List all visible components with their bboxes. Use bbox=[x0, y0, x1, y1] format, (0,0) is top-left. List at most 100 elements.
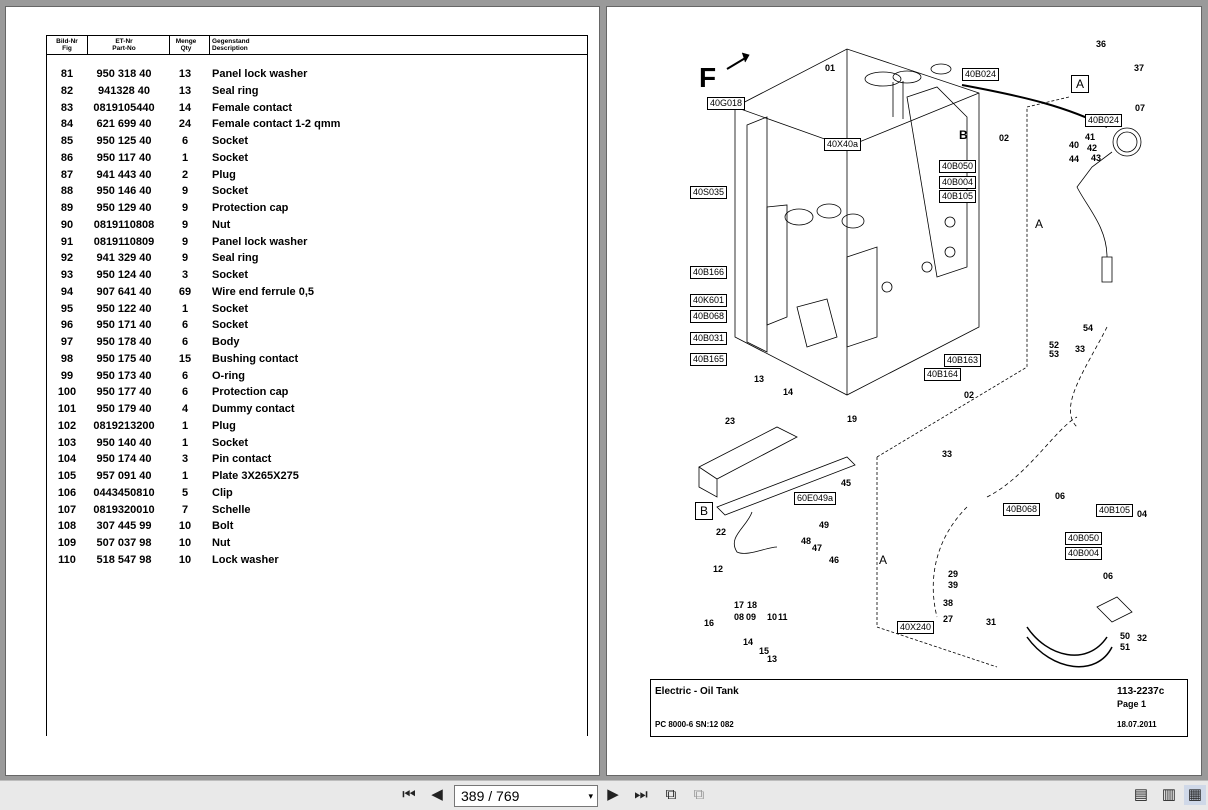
description: Pin contact bbox=[212, 453, 272, 466]
callout-number: 16 bbox=[704, 618, 715, 628]
header-desc-de: Gegenstand bbox=[212, 38, 250, 45]
part-number: 0819320010 bbox=[93, 503, 155, 516]
fig-number: 110 bbox=[58, 553, 76, 566]
callout-number: 10 bbox=[767, 612, 778, 622]
fig-number: 91 bbox=[60, 235, 74, 248]
page-number-input[interactable]: 389 / 769 ▾ bbox=[454, 785, 598, 807]
part-number: 941 443 40 bbox=[96, 168, 152, 181]
connector-label: 40B165 bbox=[690, 353, 728, 366]
connector-label: 40K601 bbox=[690, 294, 728, 307]
callout-number: 50 bbox=[1120, 631, 1131, 641]
quantity: 13 bbox=[178, 68, 192, 80]
description: Dummy contact bbox=[212, 403, 295, 415]
description: Panel lock washer bbox=[212, 68, 308, 80]
connector-label: 40B164 bbox=[924, 368, 962, 381]
description: Seal ring bbox=[212, 84, 259, 97]
paste-page-icon[interactable]: ⧉ bbox=[693, 786, 705, 803]
next-page-icon[interactable]: ▶ bbox=[607, 786, 619, 803]
description: Protection cap bbox=[212, 202, 289, 214]
part-number: 518 547 98 bbox=[96, 553, 152, 566]
quantity: 1 bbox=[181, 470, 189, 482]
quantity: 1 bbox=[181, 151, 189, 164]
callout-number: 53 bbox=[1049, 349, 1060, 359]
part-number: 950 174 40 bbox=[96, 453, 152, 466]
description: Wire end ferrule 0,5 bbox=[212, 285, 314, 298]
callout-number: 39 bbox=[948, 580, 959, 590]
quantity: 24 bbox=[178, 118, 192, 131]
continuous-view-icon[interactable]: ▥ bbox=[1161, 786, 1177, 803]
quantity: 6 bbox=[181, 386, 189, 399]
callout-number: 45 bbox=[841, 478, 852, 488]
connector-label: 40S035 bbox=[690, 186, 728, 199]
fig-number: 106 bbox=[57, 486, 77, 499]
description: Protection cap bbox=[212, 386, 289, 399]
description: Schelle bbox=[212, 503, 251, 516]
chevron-down-icon[interactable]: ▾ bbox=[588, 791, 593, 801]
fig-number: 105 bbox=[57, 470, 77, 482]
part-number: 941 329 40 bbox=[96, 252, 152, 265]
fig-number: 99 bbox=[60, 369, 74, 382]
prev-page-icon[interactable]: ◀ bbox=[431, 786, 443, 803]
callout-number: 23 bbox=[725, 416, 736, 426]
callout-number: 04 bbox=[1137, 509, 1148, 519]
callout-number: 12 bbox=[713, 564, 724, 574]
header-desc-en: Description bbox=[212, 45, 248, 52]
callout-number: 07 bbox=[1135, 103, 1146, 113]
quantity: 9 bbox=[181, 235, 189, 248]
callout-number: 33 bbox=[942, 449, 953, 459]
fig-number: 104 bbox=[57, 453, 77, 466]
viewer-toolbar: ⏮ ◀ 389 / 769 ▾ ▶ ⏭ ⧉ ⧉ ▤ ▥ ▦ bbox=[0, 780, 1208, 810]
fig-number: 94 bbox=[60, 285, 74, 298]
part-number: 950 125 40 bbox=[96, 135, 152, 147]
connector-label: 40B068 bbox=[1003, 503, 1041, 516]
header-part-de: ET-Nr bbox=[115, 38, 133, 45]
fig-number: 84 bbox=[60, 118, 74, 131]
callout-number: 11 bbox=[778, 612, 788, 622]
callout-number: 17 bbox=[734, 600, 745, 610]
description: Nut bbox=[212, 218, 231, 231]
connector-label: 40G018 bbox=[707, 97, 746, 110]
fig-number: 86 bbox=[60, 151, 74, 164]
first-page-icon[interactable]: ⏮ bbox=[402, 786, 416, 803]
table-header: Bild-Nr Fig ET-Nr Part-No Menge Qty Gege… bbox=[47, 36, 587, 55]
drawing-date: 18.07.2011 bbox=[1117, 720, 1157, 729]
last-page-icon[interactable]: ⏭ bbox=[634, 786, 648, 803]
connector-label: 40B050 bbox=[1065, 532, 1103, 545]
connector-label: 40B163 bbox=[944, 354, 982, 367]
fig-number: 108 bbox=[57, 520, 77, 533]
drawing-title: Electric - Oil Tank bbox=[655, 686, 739, 697]
exploded-diagram: F bbox=[698, 48, 1142, 668]
copy-page-icon[interactable]: ⧉ bbox=[665, 786, 677, 803]
description: Socket bbox=[212, 135, 249, 147]
part-number: 950 177 40 bbox=[96, 386, 152, 399]
single-page-view-icon[interactable]: ▤ bbox=[1133, 786, 1149, 803]
callout-number: 36 bbox=[1096, 39, 1107, 49]
connector-label: 40B004 bbox=[939, 176, 977, 189]
description: Socket bbox=[212, 319, 249, 332]
fig-number: 107 bbox=[57, 503, 77, 516]
callout-number: 31 bbox=[986, 617, 997, 627]
part-number: 0819110809 bbox=[93, 235, 155, 248]
fig-number: 83 bbox=[60, 101, 74, 114]
two-page-view-icon[interactable]: ▦ bbox=[1184, 785, 1206, 805]
callout-number: 09 bbox=[746, 612, 757, 622]
description: Socket bbox=[212, 436, 249, 449]
callout-number: 14 bbox=[743, 637, 754, 647]
callout-number: 02 bbox=[999, 133, 1010, 143]
fig-number: 102 bbox=[57, 419, 77, 432]
quantity: 10 bbox=[178, 520, 192, 533]
fig-number: 109 bbox=[57, 537, 77, 549]
quantity: 9 bbox=[181, 218, 189, 231]
quantity: 6 bbox=[181, 336, 189, 348]
header-qty-en: Qty bbox=[180, 45, 192, 52]
